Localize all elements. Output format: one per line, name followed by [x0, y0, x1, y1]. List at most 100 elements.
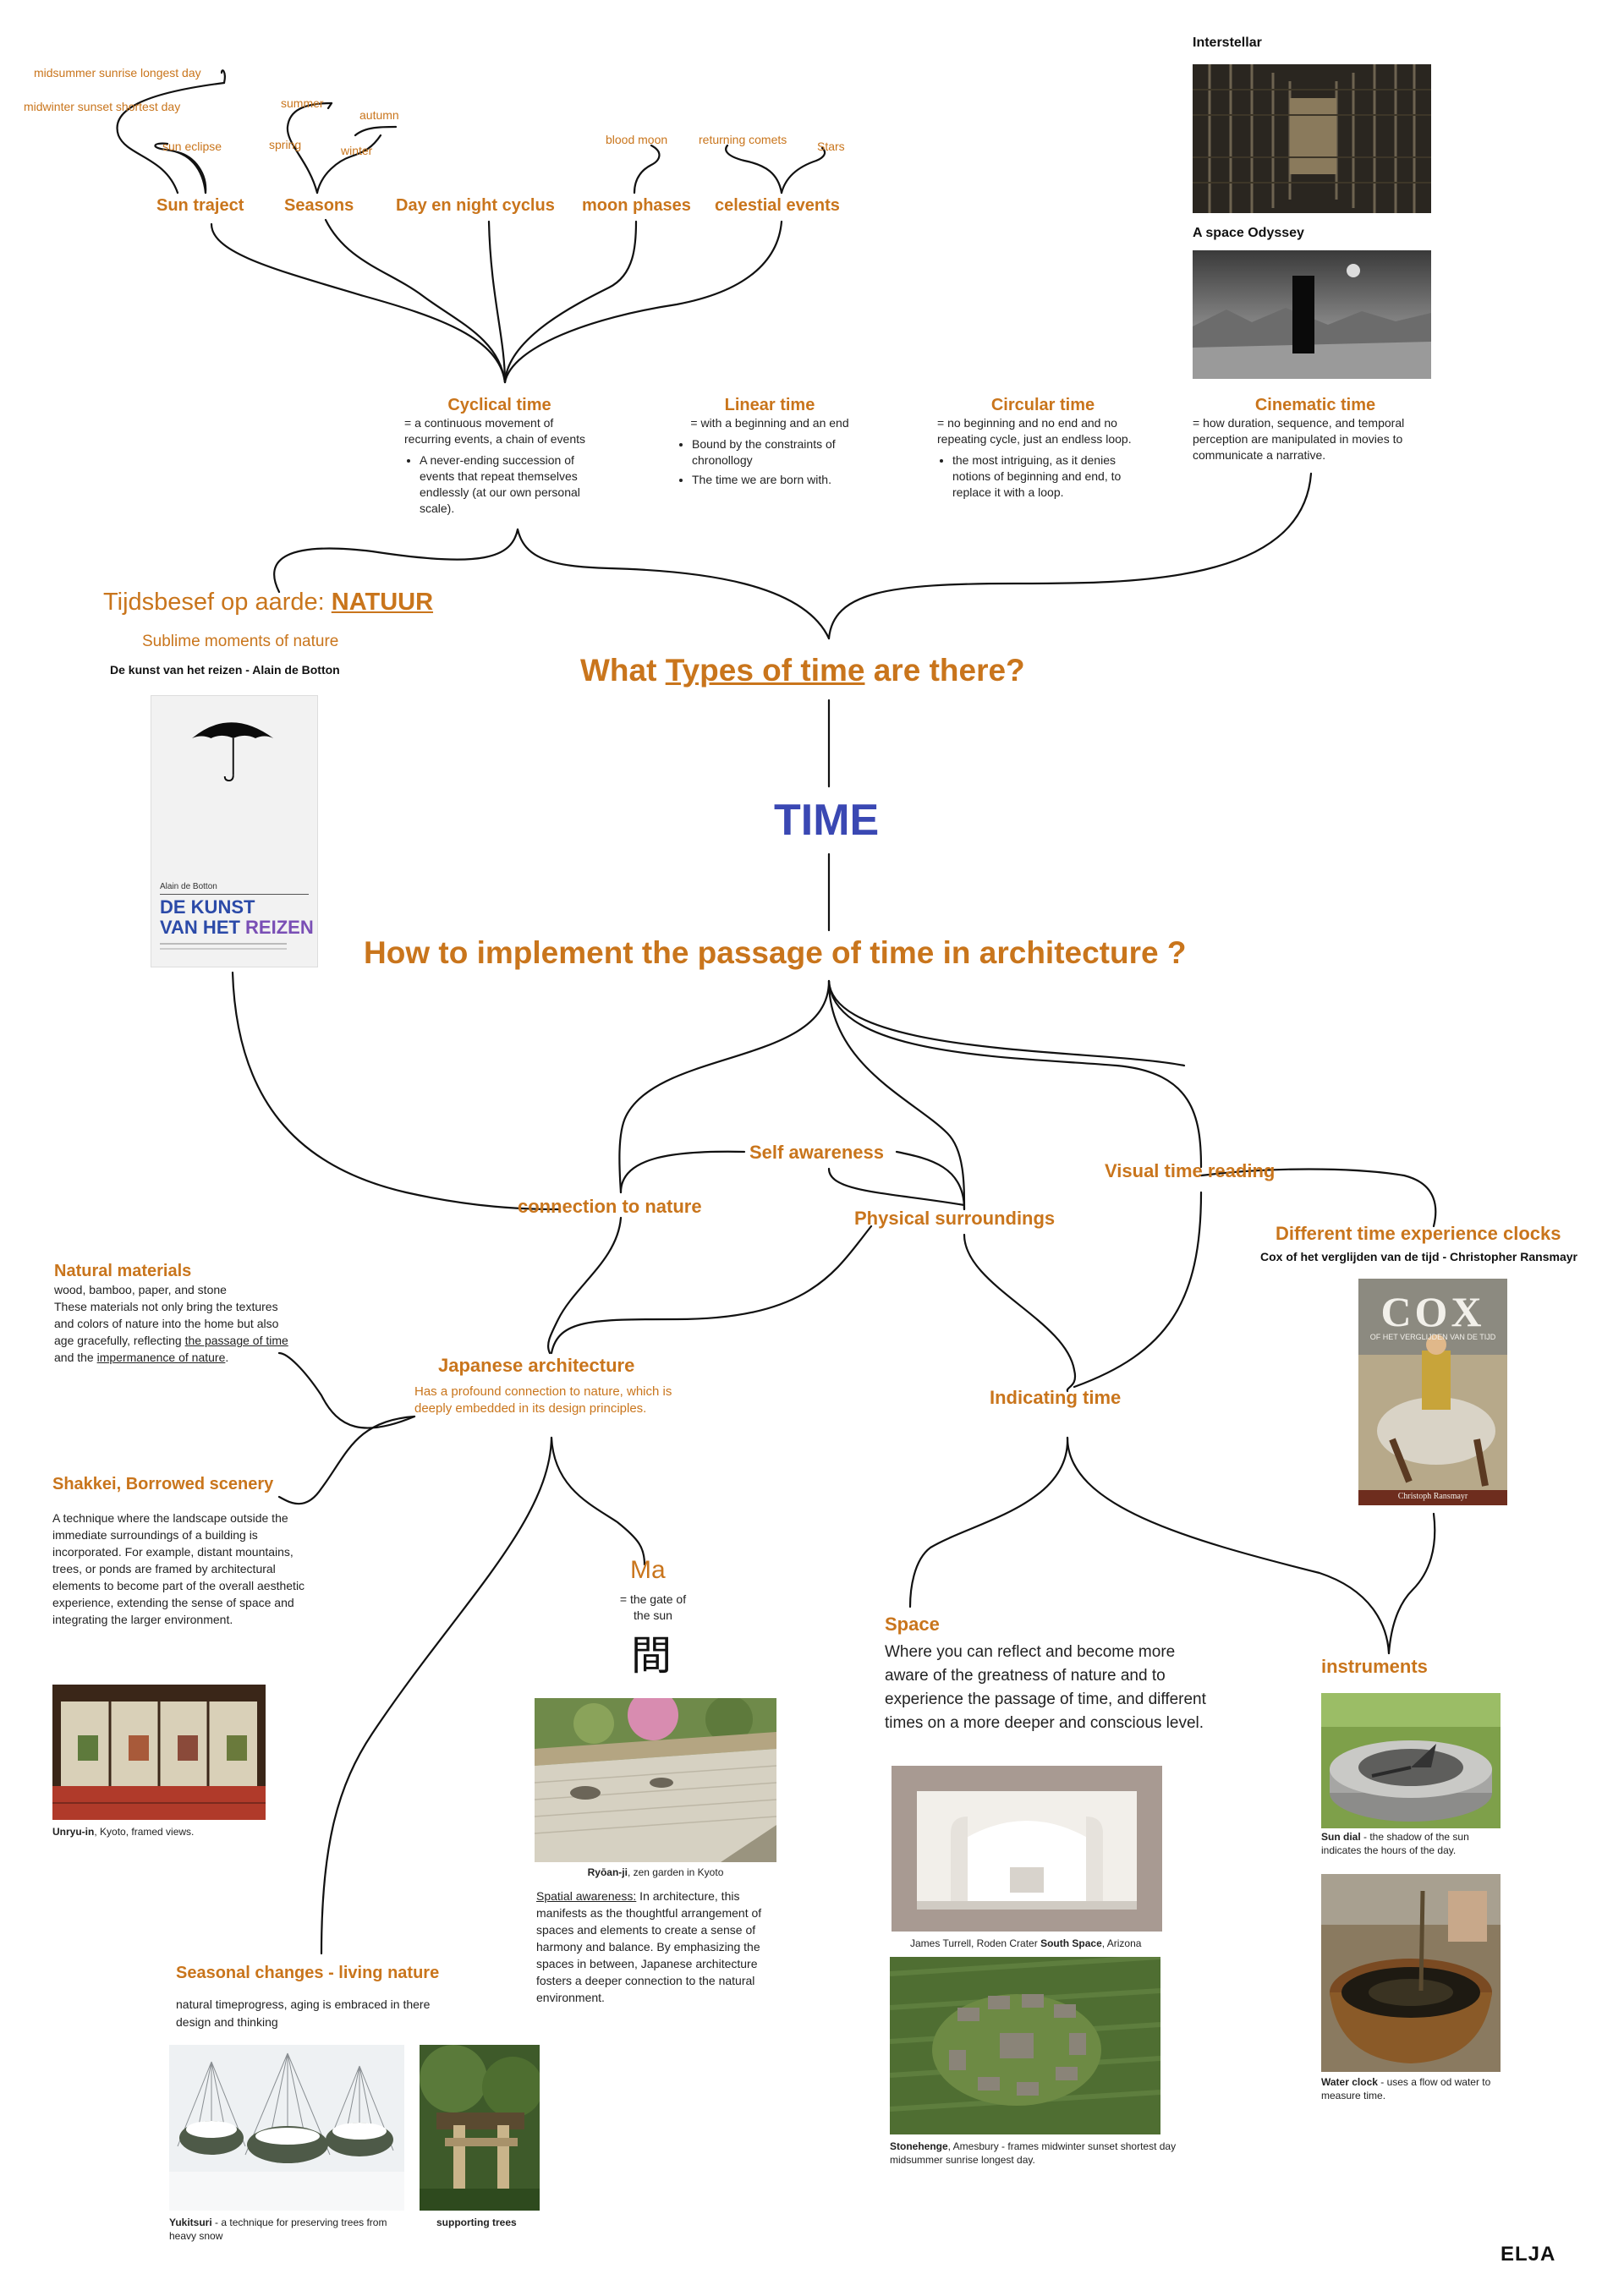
label-stars: Stars: [817, 140, 845, 153]
ryoanji-caption-rest: , zen garden in Kyoto: [628, 1866, 723, 1878]
space-text: Where you can reflect and become more aw…: [885, 1641, 1206, 1735]
space-title: Space: [885, 1614, 940, 1636]
ma-title: Ma: [630, 1556, 666, 1585]
film-interstellar-label: Interstellar: [1193, 36, 1262, 51]
sundial-image: [1321, 1693, 1501, 1828]
category-sun-traject: Sun traject: [156, 196, 244, 216]
materials-text-and: and the: [54, 1351, 97, 1364]
signature: ELJA: [1501, 2243, 1555, 2266]
type-cyclical: Cyclical time = a continuous movement of…: [404, 396, 595, 520]
supporting-trees-caption: supporting trees: [436, 2216, 517, 2229]
type-cinematic: Cinematic time = how duration, sequence,…: [1193, 396, 1438, 463]
unryu-caption-rest: , Kyoto, framed views.: [94, 1826, 194, 1838]
ryoanji-image: [535, 1698, 776, 1862]
linear-title: Linear time: [677, 396, 863, 415]
water-clock-caption: Water clock - uses a flow od water to me…: [1321, 2075, 1507, 2102]
q1-underlined: Types of time: [666, 653, 865, 688]
japanese-title: Japanese architecture: [438, 1355, 634, 1377]
yukitsuri-caption: Yukitsuri - a technique for preserving t…: [169, 2216, 414, 2243]
turrell-image: [892, 1766, 1162, 1932]
question-architecture: How to implement the passage of time in …: [364, 935, 1186, 971]
turrell-caption: James Turrell, Roden Crater South Space,…: [910, 1937, 1141, 1950]
turrell-caption-post: , Arizona: [1102, 1937, 1142, 1949]
natural-materials-block: Natural materials wood, bamboo, paper, a…: [54, 1262, 299, 1366]
materials-text-end: .: [225, 1351, 228, 1364]
odyssey-image: [1193, 250, 1431, 379]
nature-subtitle: Sublime moments of nature: [142, 633, 338, 651]
question-types: What Types of time are there?: [580, 653, 1025, 688]
branch-self-awareness: Self awareness: [749, 1142, 884, 1164]
seasonal-title: Seasonal changes - living nature: [176, 1964, 439, 1983]
cox-subtitle: OF HET VERGLIJDEN VAN DE TIJD: [1358, 1333, 1507, 1341]
central-title-time: TIME: [774, 795, 879, 846]
materials-line1: wood, bamboo, paper, and stone: [54, 1281, 299, 1298]
label-blood-moon: blood moon: [606, 133, 667, 146]
shakkei-title: Shakkei, Borrowed scenery: [52, 1475, 315, 1494]
q1-post: are there?: [864, 653, 1024, 688]
branch-visual: Visual time reading: [1105, 1160, 1275, 1182]
stonehenge-image: [890, 1957, 1160, 2134]
spatial-awareness-text: Spatial awareness: In architecture, this…: [536, 1888, 782, 2006]
cox-reference: Cox of het verglijden van de tijd - Chri…: [1260, 1250, 1577, 1263]
label-midsummer: midsummer sunrise longest day: [34, 66, 201, 79]
ma-def: = the gate of the sun: [611, 1592, 695, 1624]
spatial-body: In architecture, this manifests as the t…: [536, 1889, 761, 2004]
branch-connection: connection to nature: [518, 1196, 702, 1218]
materials-text: These materials not only bring the textu…: [54, 1298, 299, 1366]
cover-title-line2: VAN HET REIZEN: [160, 918, 314, 937]
sundial-caption: Sun dial - the shadow of the sun indicat…: [1321, 1830, 1507, 1857]
indicating-title: Indicating time: [990, 1387, 1121, 1409]
turrell-caption-bold: South Space: [1040, 1937, 1102, 1949]
yukitsuri-image: [169, 2045, 404, 2211]
circular-bullet: the most intriguing, as it denies notion…: [952, 452, 1149, 501]
ryoanji-caption-bold: Ryōan-ji: [588, 1866, 628, 1878]
type-linear: Linear time = with a beginning and an en…: [677, 396, 863, 491]
label-comets: returning comets: [699, 133, 787, 146]
type-circular: Circular time = no beginning and no end …: [937, 396, 1149, 504]
materials-text-u2: impermanence of nature: [97, 1351, 226, 1364]
film-odyssey-label: A space Odyssey: [1193, 226, 1304, 241]
shakkei-block: Shakkei, Borrowed scenery A technique wh…: [52, 1475, 315, 1628]
cinematic-def: = how duration, sequence, and temporal p…: [1193, 415, 1438, 463]
nature-title-pre: Tijdsbesef op aarde:: [103, 589, 332, 616]
cyclical-def: = a continuous movement of recurring eve…: [404, 415, 595, 447]
category-seasons: Seasons: [284, 196, 354, 216]
cover-author: Alain de Botton: [160, 882, 217, 891]
category-celestial: celestial events: [715, 196, 840, 216]
supporting-trees-image: [420, 2045, 540, 2211]
label-autumn: autumn: [359, 108, 399, 122]
japanese-desc: Has a profound connection to nature, whi…: [414, 1384, 694, 1417]
cyclical-title: Cyclical time: [404, 396, 595, 415]
yukitsuri-caption-bold: Yukitsuri: [169, 2217, 212, 2228]
linear-bullet: The time we are born with.: [692, 472, 863, 488]
ma-kanji: 間: [631, 1622, 672, 1681]
nature-title-underlined: NATUUR: [332, 589, 433, 616]
unryu-caption-bold: Unryu-in: [52, 1826, 94, 1838]
cover-title-line2a: VAN HET: [160, 917, 245, 938]
label-sun-eclipse: sun eclipse: [162, 140, 222, 153]
ryoanji-caption: Ryōan-ji, zen garden in Kyoto: [535, 1866, 776, 1879]
category-moon-phases: moon phases: [582, 196, 691, 216]
materials-text-u1: the passage of time: [185, 1334, 288, 1347]
linear-def: = with a beginning and an end: [677, 415, 863, 431]
branch-physical: Physical surroundings: [854, 1208, 1055, 1230]
label-midwinter: midwinter sunset shortest day: [24, 100, 180, 113]
spatial-heading: Spatial awareness:: [536, 1889, 636, 1903]
interstellar-image: [1193, 64, 1431, 213]
cox-title: COX: [1358, 1287, 1507, 1336]
label-winter: winter: [341, 144, 372, 157]
book-cover-de-kunst: Alain de Botton DE KUNST VAN HET REIZEN: [151, 695, 318, 967]
linear-bullet: Bound by the constraints of chronollogy: [692, 436, 863, 469]
materials-title: Natural materials: [54, 1262, 299, 1281]
water-clock-image: [1321, 1874, 1501, 2072]
category-day-night: Day en night cyclus: [396, 196, 555, 216]
water-clock-caption-bold: Water clock: [1321, 2076, 1378, 2088]
cover-title-line1: DE KUNST: [160, 897, 255, 917]
branch-clocks: Different time experience clocks: [1276, 1223, 1561, 1245]
nature-book-ref: De kunst van het reizen - Alain de Botto…: [110, 663, 340, 677]
cover-title-line2b: REIZEN: [245, 917, 314, 938]
nature-title: Tijdsbesef op aarde: NATUUR: [103, 589, 433, 616]
cyclical-bullet: A never-ending succession of events that…: [420, 452, 595, 517]
q1-pre: What: [580, 653, 666, 688]
instruments-title: instruments: [1321, 1656, 1428, 1678]
